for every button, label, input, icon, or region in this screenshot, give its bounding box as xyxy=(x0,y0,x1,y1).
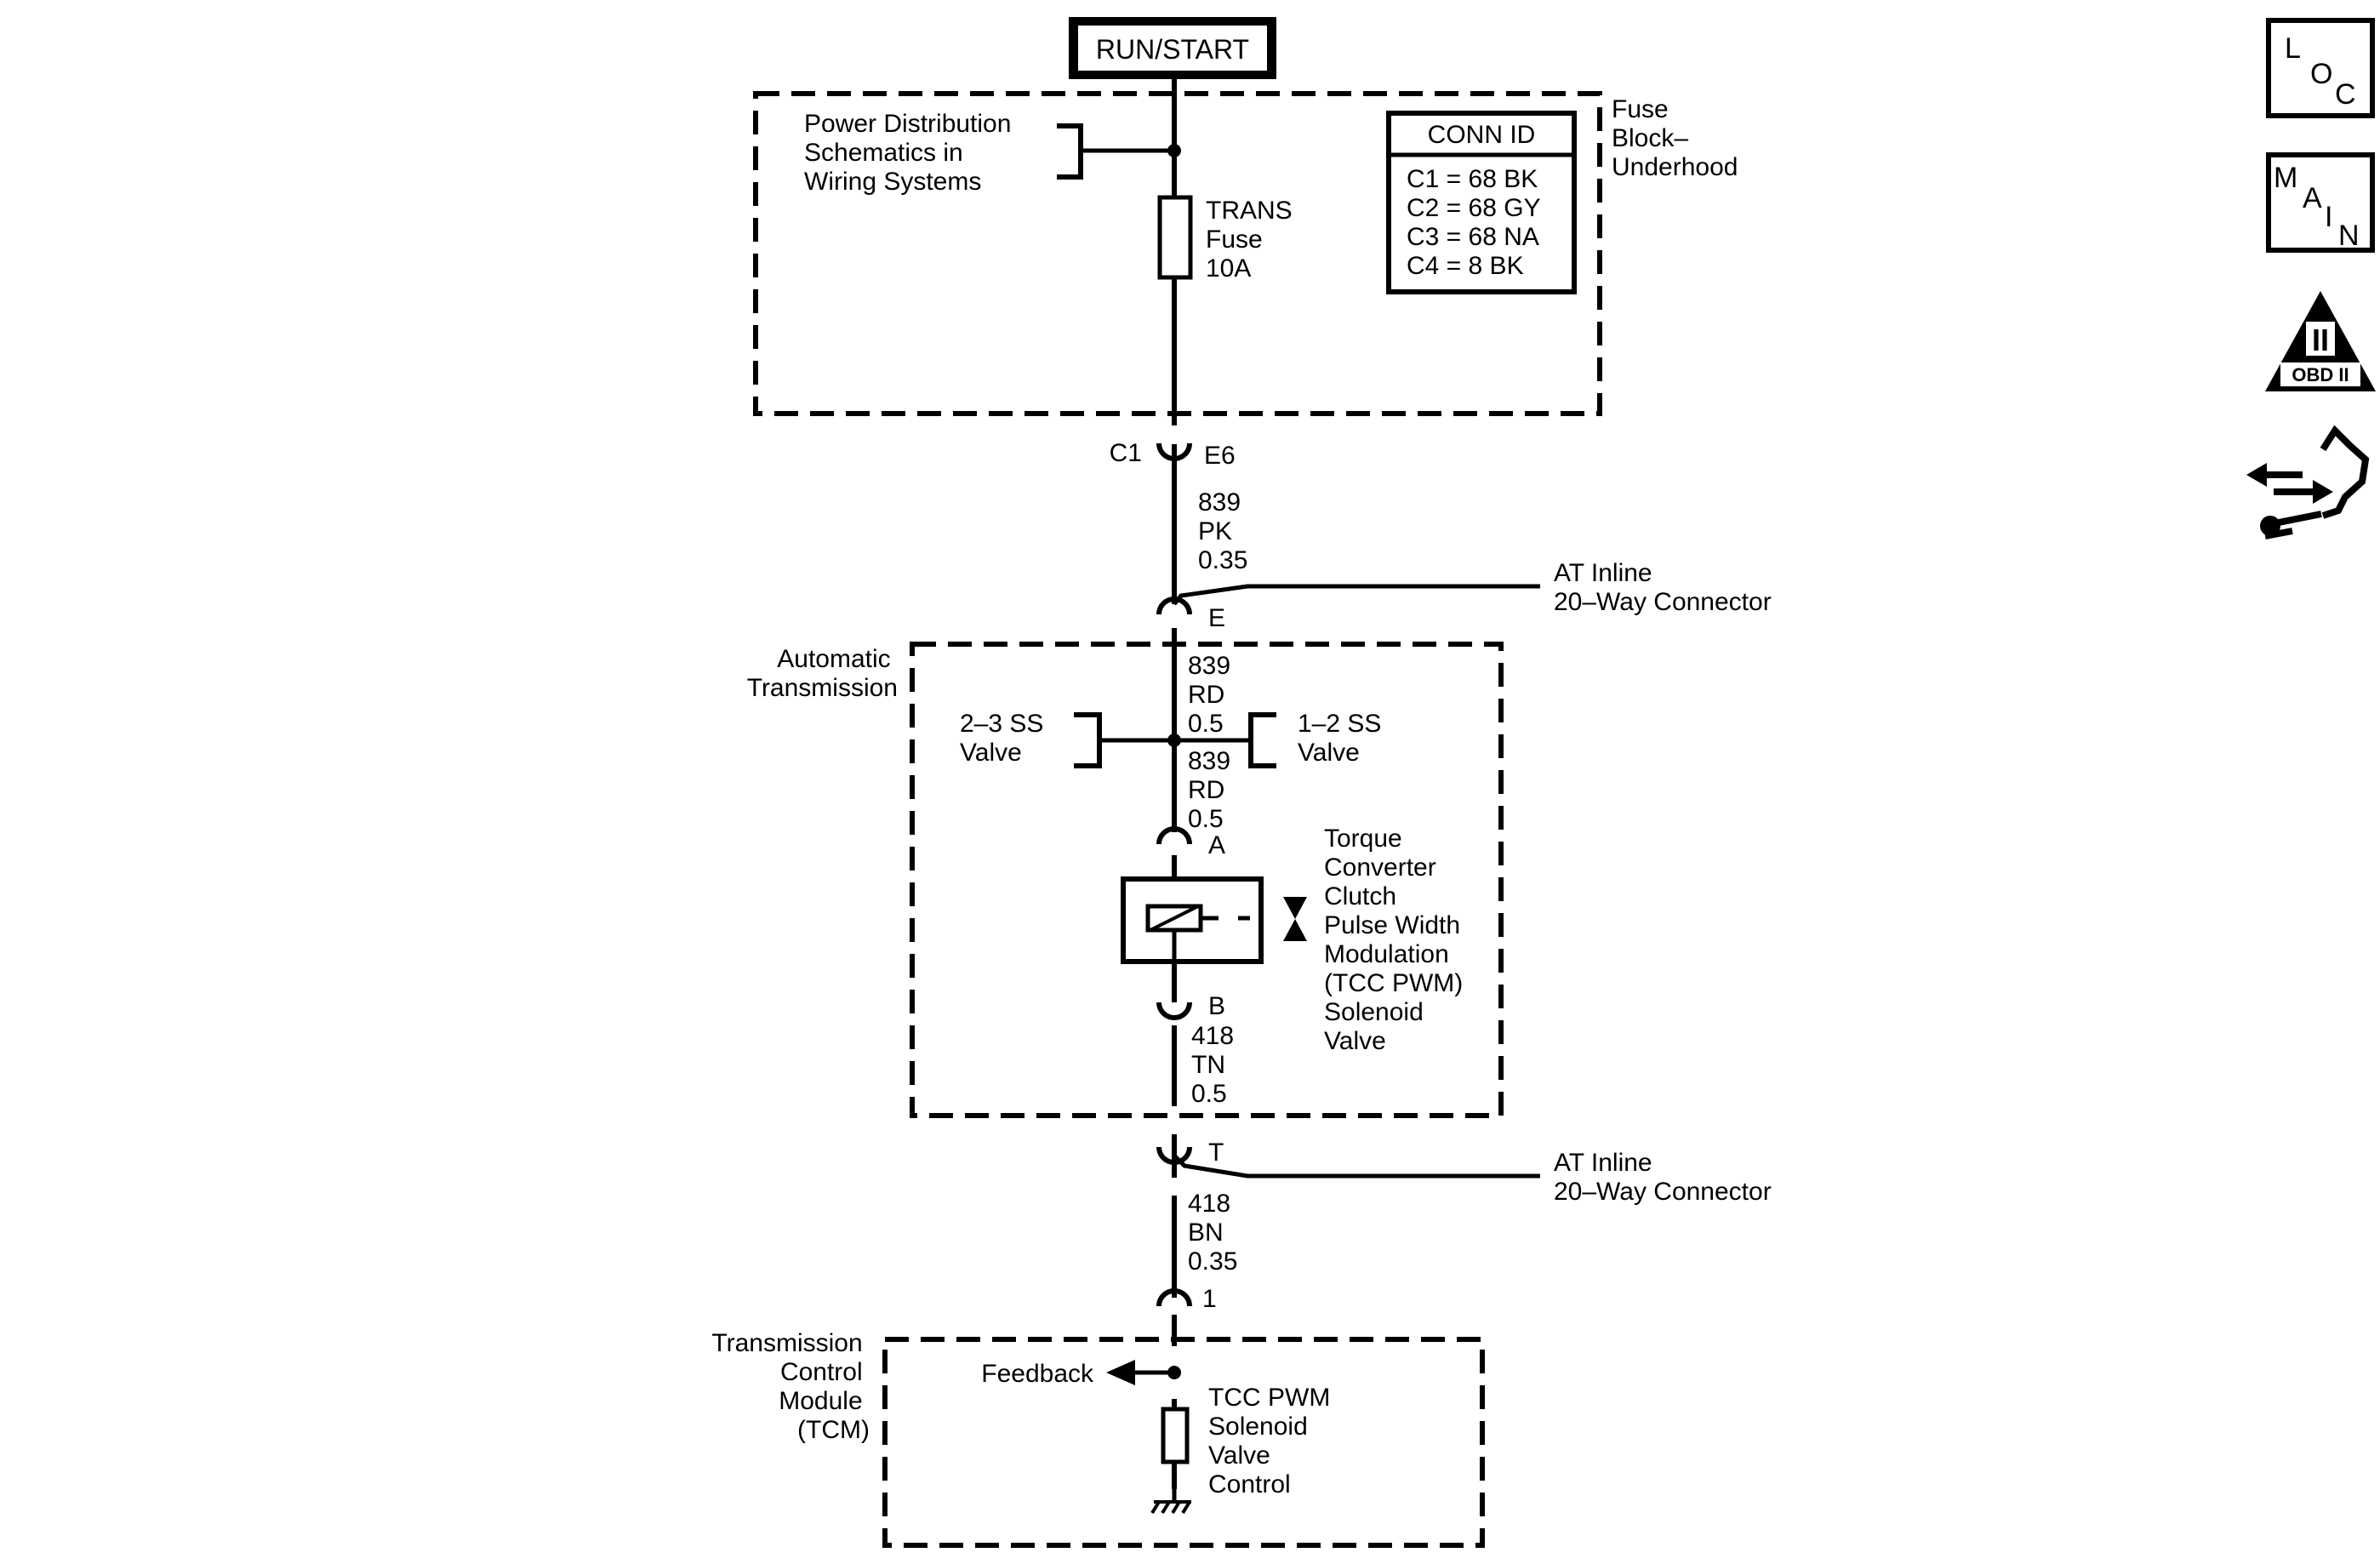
ground-icon xyxy=(1150,1500,1191,1515)
wire-839-rd-label: 839 RD 0.5 xyxy=(1188,747,1237,833)
svg-text:C: C xyxy=(2335,78,2356,111)
conn-id-row: C2 = 68 GY xyxy=(1407,194,1541,222)
valve-2-3-ss-label: 2–3 SS Valve xyxy=(960,710,1051,767)
loc-icon[interactable]: L O C xyxy=(2266,18,2375,118)
tcm-name: Transmission Control Module (TCM) xyxy=(711,1329,870,1444)
ss-valves-branch: 2–3 SS Valve 1–2 SS Valve xyxy=(960,710,1389,768)
wire-418-bn-label: 418 BN 0.35 xyxy=(1188,1190,1237,1276)
svg-text:A: A xyxy=(2303,182,2322,214)
tcc-pwm-control-label: TCC PWM Solenoid Valve Control xyxy=(1208,1384,1338,1498)
splice-dot xyxy=(1167,1366,1181,1379)
wire-839-rd-label: 839 RD 0.5 xyxy=(1188,652,1237,738)
at-inline-connector-e: E AT Inline 20–Way Connector xyxy=(1156,559,1772,632)
svg-text:L: L xyxy=(2285,32,2301,65)
svg-text:II: II xyxy=(2312,323,2329,357)
tcm: Transmission Control Module (TCM) xyxy=(711,1329,1485,1548)
tcc-pwm-control-driver: TCC PWM Solenoid Valve Control xyxy=(1150,1384,1338,1515)
svg-text:M: M xyxy=(2274,162,2297,194)
tcc-pwm-solenoid: Torque Converter Clutch Pulse Width Modu… xyxy=(1121,825,1470,1055)
conn-id-row: C4 = 8 BK xyxy=(1407,252,1524,280)
feedback-label: Feedback xyxy=(981,1360,1094,1388)
tcm-pin-1: 1 xyxy=(1156,1285,1217,1313)
svg-text:N: N xyxy=(2338,220,2360,252)
tcm-pin-1-label: 1 xyxy=(1202,1285,1217,1313)
at-inline-connector-e-pin: E xyxy=(1208,604,1225,632)
pin-a-label: A xyxy=(1208,831,1225,859)
wire-418-tn-label: 418 TN 0.5 xyxy=(1191,1022,1241,1108)
power-distribution-label: Power Distribution Schematics in Wiring … xyxy=(804,110,1019,196)
trans-fuse: TRANS Fuse 10A xyxy=(1157,195,1299,283)
at-inline-connector-t-pin: T xyxy=(1208,1139,1224,1167)
automatic-transmission: Automatic Transmission xyxy=(747,642,1504,1118)
valve-icon xyxy=(1283,897,1307,941)
obd-ii-icon[interactable]: II OBD II xyxy=(2265,291,2376,391)
svg-text:I: I xyxy=(2325,201,2332,233)
main-icon[interactable]: M A I N xyxy=(2266,152,2375,253)
fuse-block-name: Fuse Block– Underhood xyxy=(1612,95,1738,181)
pin-b-label: B xyxy=(1208,992,1225,1020)
automatic-transmission-name: Automatic Transmission xyxy=(747,645,898,702)
tcc-pwm-solenoid-label: Torque Converter Clutch Pulse Width Modu… xyxy=(1324,825,1470,1055)
at-inline-connector-e-label: AT Inline 20–Way Connector xyxy=(1554,559,1772,616)
solenoid-pin-b: B xyxy=(1156,992,1225,1020)
arrow-left-icon xyxy=(1106,1360,1135,1385)
svg-text:O: O xyxy=(2310,58,2332,90)
feedback-branch: Feedback xyxy=(981,1360,1181,1388)
at-inline-connector-t: T AT Inline 20–Way Connector xyxy=(1156,1139,1772,1206)
run-start-box: RUN/START xyxy=(1069,17,1276,79)
power-distribution-ref: Power Distribution Schematics in Wiring … xyxy=(804,110,1181,196)
conn-id-row: C3 = 68 NA xyxy=(1407,223,1539,251)
valve-1-2-ss-label: 1–2 SS Valve xyxy=(1298,710,1389,767)
conn-id-row: C1 = 68 BK xyxy=(1407,165,1538,193)
solenoid-pin-a: A xyxy=(1156,826,1225,859)
run-start-label: RUN/START xyxy=(1096,34,1249,65)
connector-c1: C1 E6 xyxy=(1110,439,1236,470)
connector-c1-name: C1 xyxy=(1110,439,1142,467)
connector-end-view-icon[interactable] xyxy=(2246,425,2370,539)
conn-id-title: CONN ID xyxy=(1428,121,1536,149)
connector-c1-pin: E6 xyxy=(1204,442,1236,470)
fuse-block-underhood: Fuse Block– Underhood xyxy=(753,91,1738,416)
splice-dot xyxy=(1167,733,1181,747)
wire-839-pk-label: 839 PK 0.35 xyxy=(1198,488,1247,574)
trans-fuse-label: TRANS Fuse 10A xyxy=(1206,197,1299,283)
svg-text:OBD II: OBD II xyxy=(2292,364,2349,385)
at-inline-connector-t-label: AT Inline 20–Way Connector xyxy=(1554,1149,1772,1206)
splice-dot xyxy=(1167,144,1181,157)
conn-id-table: CONN ID C1 = 68 BK C2 = 68 GY C3 = 68 NA… xyxy=(1386,111,1577,294)
